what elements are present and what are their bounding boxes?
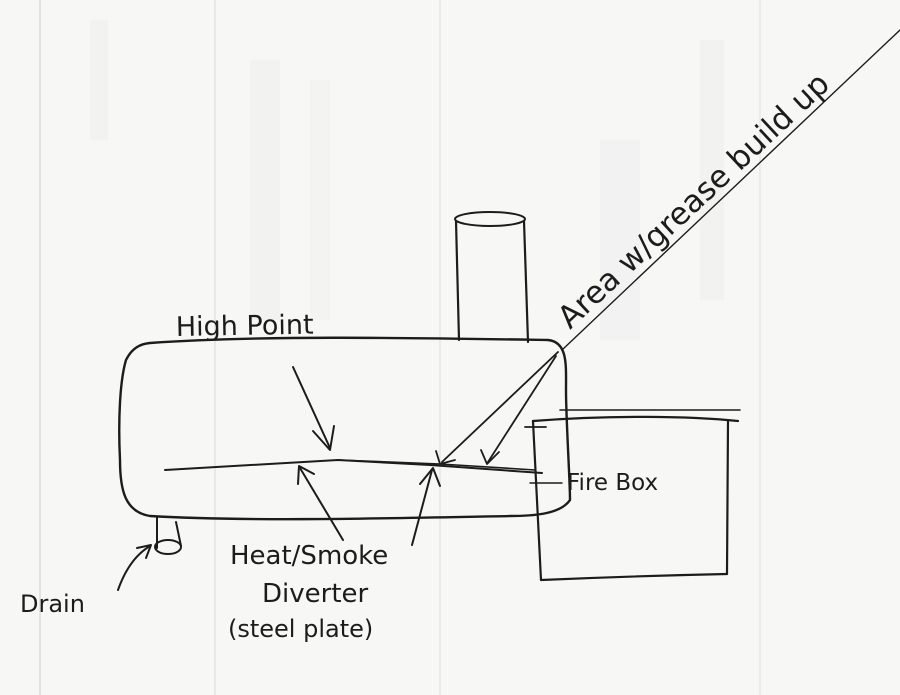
diverter-label-line3: (steel plate) (228, 615, 373, 643)
diverter-label-line1: Heat/Smoke (230, 541, 388, 571)
high-point-arrow (292, 366, 335, 451)
grease-label: Area w/grease build up (551, 66, 837, 336)
diverter-label-line2: Diverter (262, 579, 369, 609)
chimney (454, 211, 530, 344)
drain-pipe (154, 516, 182, 555)
bleed-through-texture (39, 0, 761, 695)
cook-chamber (118, 336, 572, 521)
grease-arrows (435, 29, 900, 465)
drain-arrow (117, 544, 152, 591)
high-point-label: High Point (176, 310, 314, 343)
firebox-label: Fire Box (567, 470, 658, 496)
drain-label: Drain (20, 590, 85, 618)
firebox (524, 409, 741, 582)
diverter-arrows (297, 465, 441, 546)
